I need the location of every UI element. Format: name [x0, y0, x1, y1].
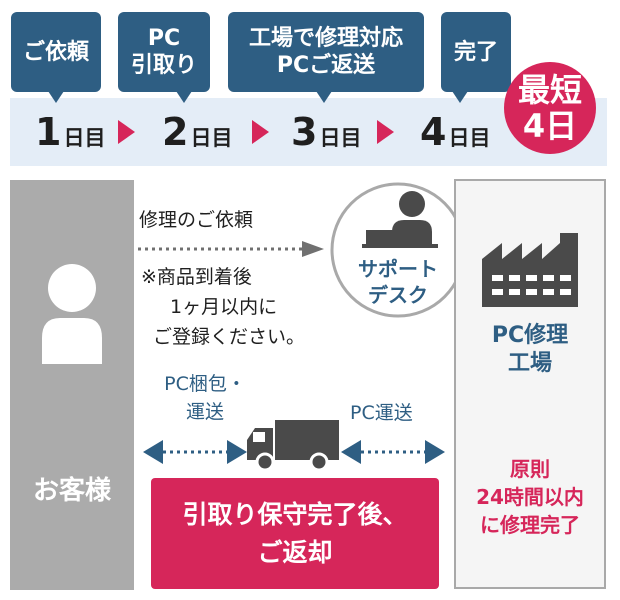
day-unit: 日目 — [319, 126, 362, 150]
step-bubble-complete: 完了 — [441, 12, 511, 92]
step-label: 引取り — [130, 53, 197, 78]
day-number: 3 — [291, 110, 318, 154]
day-unit: 日目 — [448, 126, 491, 150]
customer-column — [10, 180, 134, 590]
support-desk-line: デスク — [368, 283, 428, 307]
support-person-icon — [362, 191, 438, 248]
day-3: 3 日目 — [291, 108, 361, 156]
day-number: 4 — [420, 110, 447, 154]
return-box: 引取り保守完了後、 ご返却 — [151, 478, 439, 589]
request-note-line: ご登録ください。 — [153, 326, 306, 348]
factory-label: PC修理 工場 — [456, 322, 604, 378]
min-badge-line: 4日 — [522, 107, 578, 145]
factory-note-line: 24時間以内 — [476, 485, 584, 509]
return-box-line: 引取り保守完了後、 — [182, 499, 408, 529]
transport-arrow-right — [341, 440, 445, 464]
factory-note-line: に修理完了 — [480, 513, 580, 537]
factory-label-line: PC修理 — [491, 323, 569, 348]
day-4: 4 日目 — [420, 108, 490, 156]
step-bubble-repair: 工場で修理対応 PCご返送 — [228, 12, 424, 92]
step-bubble-tail — [452, 91, 468, 103]
day-unit: 日目 — [190, 126, 233, 150]
arrow-right-icon — [252, 120, 269, 144]
arrow-right-icon — [377, 120, 394, 144]
request-note-line: 1ヶ月以内に — [170, 296, 278, 318]
factory-note: 原則 24時間以内 に修理完了 — [456, 455, 604, 539]
day-number: 2 — [162, 110, 189, 154]
arrow-right-icon — [118, 120, 135, 144]
person-icon — [42, 264, 102, 364]
step-bubble-tail — [48, 91, 64, 103]
factory-icon — [482, 233, 578, 307]
day-number: 1 — [35, 110, 62, 154]
factory-column — [454, 179, 606, 589]
transport-left-label: PC梱包・ 運送 — [150, 370, 260, 426]
request-label: 修理のご依頼 — [139, 209, 254, 231]
step-label: 完了 — [453, 39, 498, 65]
transport-left-line: 運送 — [185, 401, 224, 423]
step-label: 工場で修理対応 — [248, 26, 403, 51]
day-1: 1 日目 — [35, 108, 105, 156]
step-label: PCご返送 — [276, 53, 376, 78]
step-label: PC — [147, 26, 181, 51]
customer-label: お客様 — [32, 476, 111, 506]
request-arrow — [138, 241, 324, 257]
min-badge-line: 最短 — [517, 71, 582, 109]
step-bubble-pickup: PC 引取り — [118, 12, 210, 92]
transport-right-label: PC運送 — [350, 402, 413, 424]
transport-left-line: PC梱包・ — [164, 373, 246, 395]
step-bubble-tail — [316, 91, 332, 103]
step-bubble-request: ご依頼 — [11, 12, 101, 92]
support-desk-line: サポート — [358, 257, 438, 281]
min-badge: 最短 4日 — [504, 62, 596, 154]
step-label: ご依頼 — [22, 39, 89, 65]
truck-icon — [247, 420, 339, 472]
step-bubble-tail — [176, 91, 192, 103]
return-box-line: ご返却 — [257, 537, 333, 567]
factory-label-line: 工場 — [507, 351, 552, 376]
day-2: 2 日目 — [162, 108, 232, 156]
day-unit: 日目 — [63, 126, 106, 150]
factory-note-line: 原則 — [510, 457, 550, 481]
support-desk-label: サポート デスク — [335, 256, 461, 308]
request-note-line: ※商品到着後 — [141, 266, 252, 288]
transport-arrow-left — [143, 440, 247, 464]
